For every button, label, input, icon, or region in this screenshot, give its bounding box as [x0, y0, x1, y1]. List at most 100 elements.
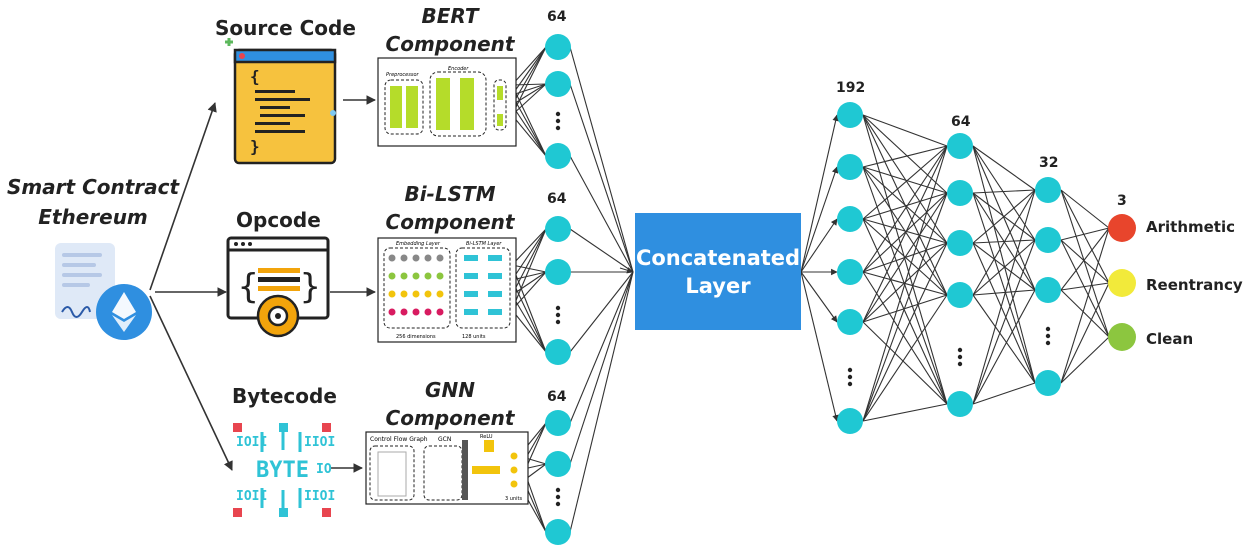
dense1-to-dense2-edge [862, 145, 948, 422]
dense2-to-dense3-edge [972, 239, 1036, 405]
dense1-ellipsis [847, 381, 853, 387]
gnn-thumb-cfg: Control Flow Graph [370, 436, 428, 443]
input-title-line2: Ethereum [38, 205, 148, 229]
bert-thumb-pre: Preprocessor [386, 72, 420, 78]
dense2-to-dense3-edge [972, 189, 1036, 405]
dense3-to-output-edge [1060, 239, 1110, 338]
lstm-ellipsis [555, 319, 561, 325]
dense2-units-label: 64 [951, 114, 971, 130]
dense1-to-dense2-edge [862, 114, 948, 244]
lstm-node [545, 339, 571, 365]
opcode-label: Opcode [236, 208, 321, 232]
bert-input-edge [511, 94, 547, 157]
dense3-node [1035, 277, 1061, 303]
output-label-arithmetic: Arithmetic [1146, 218, 1236, 236]
bert-input-edge [511, 46, 547, 116]
dense2-to-dense3-edge [972, 242, 1036, 291]
dense2-node [947, 180, 973, 206]
bert-to-concat-edge [569, 155, 634, 273]
gnn-component-label: GNN Component [380, 376, 520, 432]
bert-ellipsis [555, 111, 561, 117]
bert-label-line1: BERT [421, 4, 479, 28]
arrow-to-source [149, 102, 217, 291]
lstm-component-label: Bi-LSTM Component [380, 180, 520, 236]
dense2-ellipsis [957, 347, 963, 353]
bert-node [545, 34, 571, 60]
lstm-component-thumbnail: Embedding Layer Bi-LSTM Layer 256 dimens… [377, 237, 517, 343]
lstm-input-edge [511, 264, 547, 353]
bert-node [545, 71, 571, 97]
dense3-units-label: 32 [1039, 155, 1059, 171]
dense3-node [1035, 370, 1061, 396]
dense1-to-dense2-edge [862, 192, 948, 220]
gnn-node [545, 451, 571, 477]
dense1-node [837, 206, 863, 232]
bert-units-label: 64 [547, 9, 567, 25]
gnn-thumb-gcn: GCN [438, 436, 451, 443]
dense3-ellipsis [1045, 326, 1051, 332]
lstm-input-edge [511, 228, 547, 311]
lstm-input-edge [511, 228, 547, 281]
dense2-to-dense3-edge [972, 289, 1036, 296]
bert-ellipsis [555, 125, 561, 131]
lstm-node [545, 216, 571, 242]
gnn-node [545, 519, 571, 545]
lstm-input-edge [511, 294, 547, 353]
bert-input-edge [511, 46, 547, 106]
dense3-to-output-edge [1060, 239, 1110, 284]
dense1-node [837, 408, 863, 434]
code-window-icon: { } [225, 38, 337, 165]
svg-text:IIOI: IIOI [304, 435, 335, 450]
bytecode-label: Bytecode [232, 384, 337, 408]
svg-text:}: } [300, 267, 320, 307]
dense2-to-dense3-edge [972, 289, 1036, 405]
concat-to-dense1-edge [800, 114, 839, 273]
dense1-to-dense2-edge [862, 218, 948, 244]
concat-to-dense1-edge [800, 166, 839, 273]
lstm-input-edge [511, 279, 547, 353]
dense1-to-dense2-edge [862, 192, 948, 323]
lstm-input-edge [511, 228, 547, 266]
dense3-to-output-edge [1060, 189, 1110, 338]
lstm-units-label: 64 [547, 191, 567, 207]
dense2-to-dense3-edge [972, 192, 1036, 384]
bert-thumb-enc: Encoder [448, 66, 469, 72]
lstm-label-line1: Bi-LSTM [404, 182, 496, 206]
gnn-node [545, 410, 571, 436]
dense2-to-dense3-edge [972, 145, 1036, 191]
input-title: Smart Contract Ethereum [3, 172, 183, 232]
dense1-to-dense2-edge [862, 294, 948, 422]
output-label-reentrancy: Reentrancy [1146, 276, 1243, 294]
dense1-to-dense2-edge [862, 145, 948, 168]
bert-input-edge [511, 83, 547, 106]
gnn-label-line1: GNN [425, 378, 475, 402]
concatenated-layer: Concatenated Layer [635, 213, 801, 330]
lstm-thumb-bi: Bi-LSTM Layer [466, 241, 502, 247]
dense3-to-output-edge [1060, 227, 1110, 241]
gnn-component-thumbnail: Control Flow Graph GCN ReLU 3 units [365, 431, 529, 505]
dense1-to-dense2-edge [862, 218, 948, 405]
bert-input-edge [511, 83, 547, 86]
dense1-node [837, 102, 863, 128]
svg-text:}: } [250, 137, 260, 156]
dense2-ellipsis [957, 361, 963, 367]
dense1-to-dense2-edge [862, 145, 948, 273]
svg-text:IO: IO [316, 462, 332, 477]
lstm-node [545, 259, 571, 285]
lstm-ellipsis [555, 305, 561, 311]
dense2-to-dense3-edge [972, 189, 1036, 194]
dense3-ellipsis [1045, 340, 1051, 346]
dense2-node [947, 230, 973, 256]
lstm-thumb-dims: 256 dimensions [396, 334, 436, 340]
lstm-thumb-units: 128 units [462, 334, 486, 340]
concat-line2: Layer [685, 273, 751, 298]
lstm-to-concat-edge [569, 228, 634, 273]
gnn-to-concat-edge [569, 271, 634, 424]
svg-text:{: { [250, 67, 260, 86]
dense2-to-dense3-edge [972, 189, 1036, 296]
dense2-to-dense3-edge [972, 239, 1036, 296]
concat-arrow [619, 267, 634, 274]
dense1-to-dense2-edge [862, 166, 948, 194]
input-arrows [149, 95, 376, 473]
